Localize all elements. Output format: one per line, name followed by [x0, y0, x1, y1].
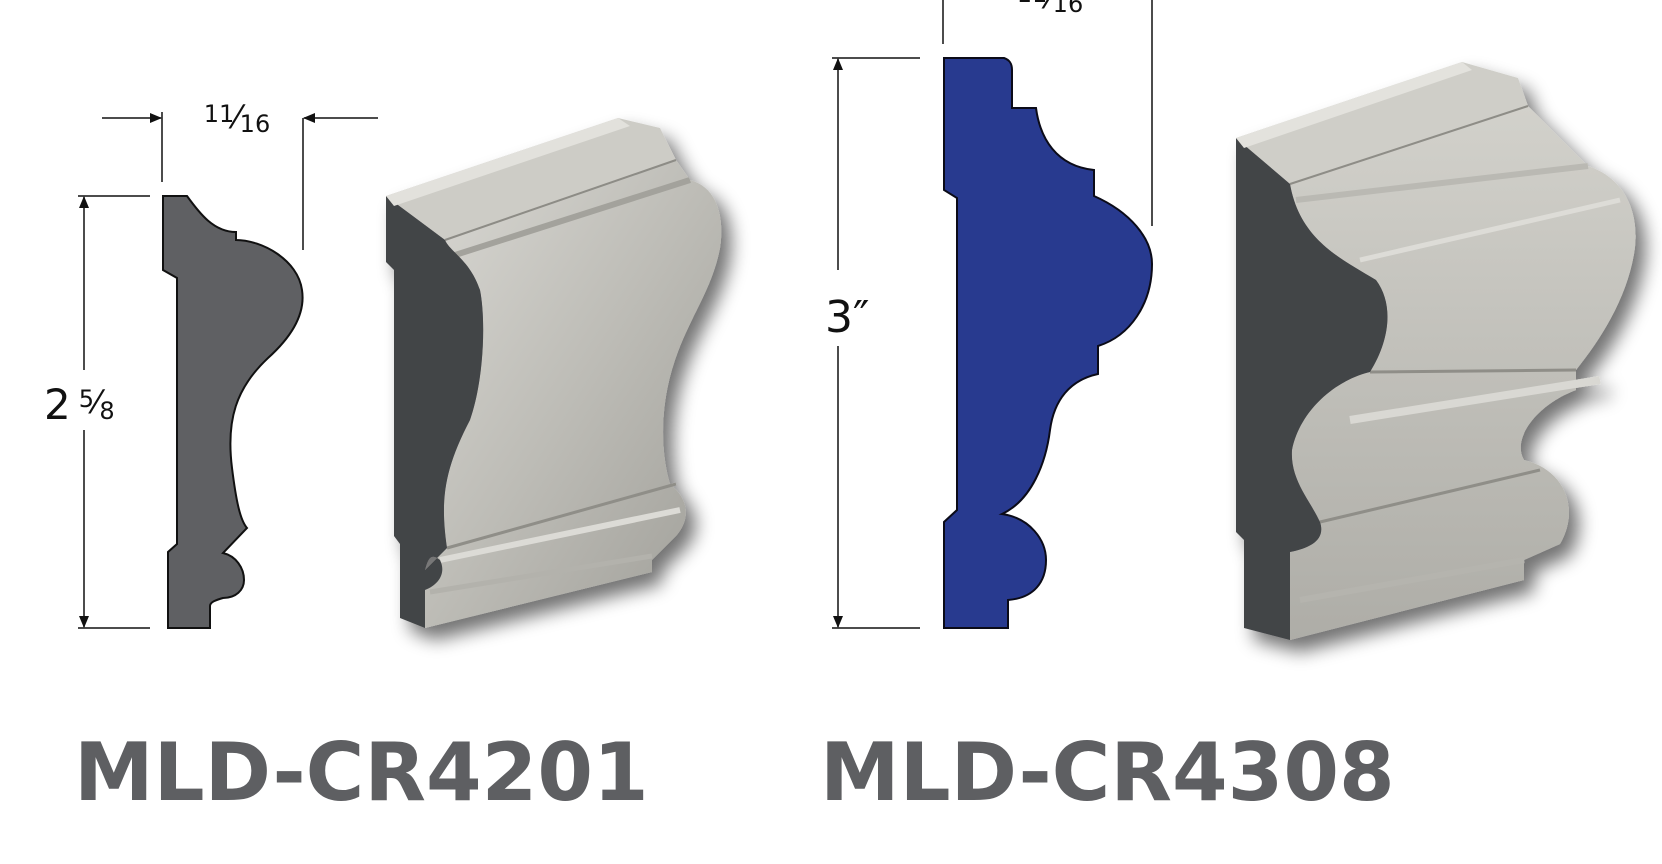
molding-3d-cr4201 [386, 118, 722, 628]
width-dimension-cr4308: 11⁄16 [942, 0, 1153, 226]
code-label-cr4308: MLD-CR4308 [820, 726, 1395, 819]
profile-cr4308 [943, 57, 1154, 629]
molding-3d-cr4308 [1236, 62, 1636, 640]
width-label-cr4201: 11⁄16 [204, 98, 270, 138]
width-dimension-cr4201: 11⁄16 [102, 98, 378, 250]
code-label-cr4201: MLD-CR4201 [74, 726, 649, 819]
profile-cr4201 [162, 195, 304, 629]
height-label-cr4308: 3″ [825, 292, 869, 343]
molding-cr4308: 11⁄16 3″ [820, 0, 1636, 819]
width-label-cr4308: 11⁄16 [1017, 0, 1083, 18]
height-dimension-cr4308: 3″ [825, 57, 920, 629]
